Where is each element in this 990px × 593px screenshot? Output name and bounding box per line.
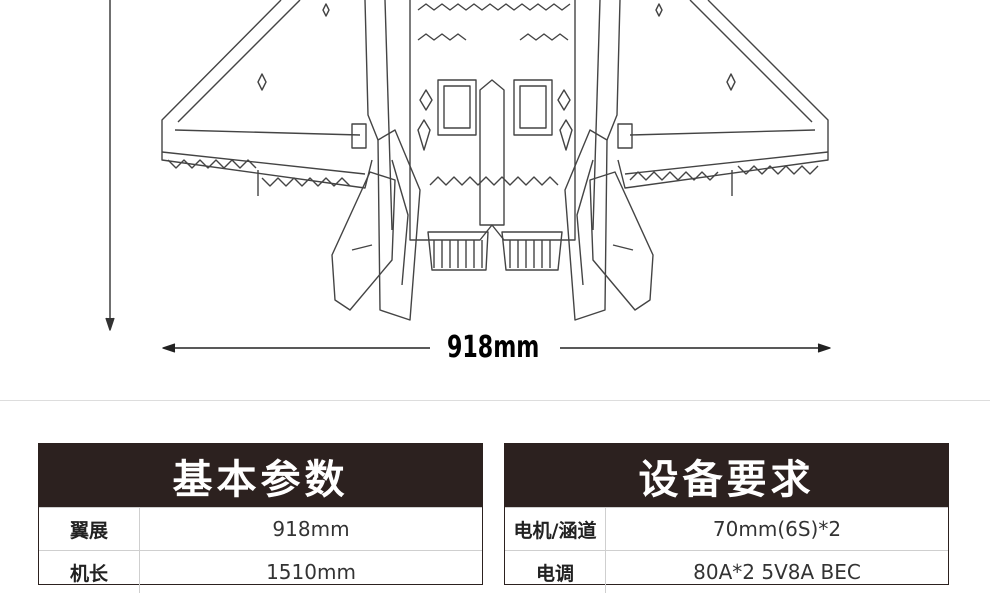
equip-value-esc: 80A*2 5V8A BEC [693, 560, 861, 584]
param-value-length: 1510mm [266, 560, 356, 584]
table-row: 翼展 918mm [39, 507, 482, 550]
wingspan-dimension-label: 918mm [447, 330, 540, 365]
aircraft-top-view-line-drawing [105, 0, 831, 353]
param-key-wingspan: 翼展 [39, 508, 140, 550]
equipment-title: 设备要求 [505, 444, 948, 507]
equipment-table: 设备要求 电机/涵道 70mm(6S)*2 电调 80A*2 5V8A BEC [504, 443, 949, 593]
section-divider [0, 400, 990, 401]
equip-value-motor: 70mm(6S)*2 [712, 517, 842, 541]
equip-key-esc: 电调 [505, 551, 606, 593]
param-value-wingspan: 918mm [272, 517, 350, 541]
table-row: 机长 1510mm [39, 550, 482, 593]
basic-params-title: 基本参数 [39, 444, 482, 507]
param-key-length: 机长 [39, 551, 140, 593]
basic-params-table: 基本参数 翼展 918mm 机长 1510mm [38, 443, 483, 593]
equip-key-motor: 电机/涵道 [505, 508, 606, 550]
table-row: 电机/涵道 70mm(6S)*2 [505, 507, 948, 550]
table-row: 电调 80A*2 5V8A BEC [505, 550, 948, 593]
